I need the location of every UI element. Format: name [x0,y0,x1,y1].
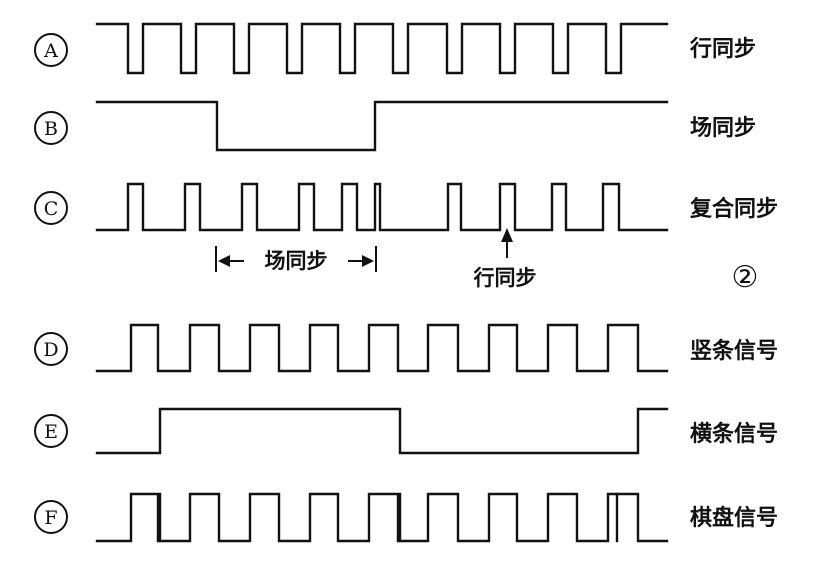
field-sync-span: 场同步 [215,246,377,273]
field-sync-annotation: 场同步 [265,249,328,273]
line-sync-annotation: 行同步 [473,266,537,290]
row-a-marker [34,33,68,67]
figure-number: ② [732,260,759,295]
row-b: B 场同步 [34,100,756,152]
row-c-letter: C [44,198,59,220]
row-f-label: 棋盘信号 [690,505,778,531]
row-a-label: 行同步 [689,36,756,62]
row-d-label: 竖条信号 [690,338,778,364]
row-b-label: 场同步 [690,115,756,141]
row-d-letter: D [43,339,58,361]
row-c-label: 复合同步 [689,196,778,222]
row-e-marker [34,414,68,448]
row-e-waveform [95,407,669,455]
row-d: D 竖条信号 [34,323,778,373]
row-a-letter: A [43,40,58,62]
line-sync-pointer: 行同步 [473,228,537,290]
row-a-waveform [95,22,669,75]
row-d-waveform [95,323,669,373]
row-a: A 行同步 [34,22,756,75]
row-c: C 复合同步 [34,182,778,232]
row-e-label: 横条信号 [690,421,778,447]
row-f-letter: F [44,507,57,529]
row-e: E 横条信号 [34,407,778,455]
row-b-marker [34,111,68,145]
row-c-waveform [95,182,669,232]
row-f: F 棋盘信号 [34,492,778,543]
row-d-marker [34,332,68,366]
row-f-marker [34,500,68,534]
row-b-letter: B [44,118,58,140]
row-f-waveform [95,492,669,543]
row-c-marker [34,191,68,225]
row-b-waveform [95,100,669,152]
row-e-letter: E [44,421,58,443]
